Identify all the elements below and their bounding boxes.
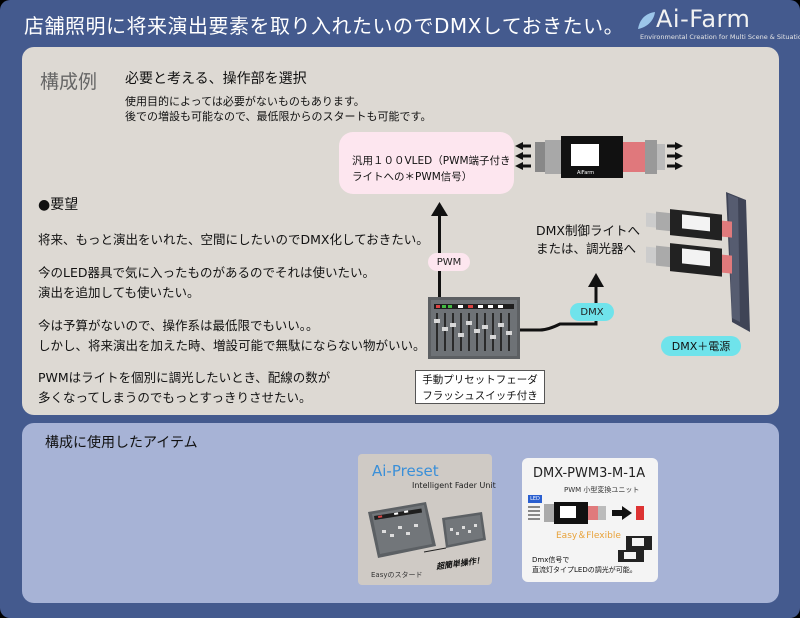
request-line: しかし、将来演出を加えた時、増設可能で無駄にならない物がいい。 xyxy=(38,338,426,353)
arrow-up-icon xyxy=(588,273,604,287)
ai-preset-easy-text: Easyのスタード xyxy=(371,571,423,579)
request-item: 今のLED器具で気に入ったものがあるのでそれは使いたい。 演出を追加しても使いた… xyxy=(38,263,375,303)
dmx-light-line: DMX制御ライトへ xyxy=(536,223,640,238)
ai-preset-subtitle: Intelligent Fader Unit xyxy=(412,481,496,490)
fader-unit-illustration xyxy=(428,297,520,359)
dmx-pwm-note: Dmx信号で 直流灯タイプLEDの調光が可能。 xyxy=(532,555,637,575)
request-line: 多くなってしまうのでもっとすっきりさせたい。 xyxy=(38,390,312,405)
request-line: PWMはライトを個別に調光したいとき、配線の数が xyxy=(38,370,331,385)
ai-preset-title: Ai-Preset xyxy=(372,462,439,480)
fader-caption-line: 手動プリセットフェーダ xyxy=(422,374,538,386)
led-tag: LED xyxy=(528,495,542,503)
pwm-label: PWM xyxy=(428,253,470,271)
dmx-pwm-note-line: 直流灯タイプLEDの調光が可能。 xyxy=(532,566,637,574)
dmx-light-text: DMX制御ライトへ または、調光器へ xyxy=(536,222,640,258)
dmx-pwm-title: DMX-PWM3-M-1A xyxy=(533,466,646,481)
pwm-led-box-text: 汎用１００VLED（PWM端子付き ライトへの＊PWM信号） xyxy=(352,153,511,185)
output-arrow-icon xyxy=(515,142,531,170)
request-item: 今は予算がないので、操作系は最低限でもいい。。 しかし、将来演出を加えた時、増設… xyxy=(38,316,426,356)
section-title-config: 構成例 xyxy=(40,71,98,93)
request-line: 今は予算がないので、操作系は最低限でもいい。。 xyxy=(38,318,319,333)
dmx-pwm-note-line: Dmx信号で xyxy=(532,556,570,564)
dmx-light-line: または、調光器へ xyxy=(536,241,637,256)
dmx-power-label: DMX＋電源 xyxy=(661,336,741,356)
arrow-left-icon xyxy=(622,506,632,520)
config-note-line: 使用目的によっては必要がないものもあります。 xyxy=(125,95,365,108)
dmx-pwm-illustration xyxy=(528,502,652,562)
config-heading: 必要と考える、操作部を選択 xyxy=(125,71,307,87)
dmx-pwm-subtitle: PWM 小型変換ユニット xyxy=(564,486,640,494)
ai-preset-illustration xyxy=(368,502,486,558)
dmx-pwm-easy-text: Easy＆Flexible xyxy=(556,531,621,541)
logo-text: Ai-Farm xyxy=(656,5,751,33)
request-item: 将来、もっと演出をいれた、空間にしたいのでDMX化しておきたい。 xyxy=(38,230,429,250)
config-example-panel xyxy=(22,47,779,415)
request-line: 将来、もっと演出をいれた、空間にしたいのでDMX化しておきたい。 xyxy=(38,232,429,247)
dmx-label: DMX xyxy=(570,303,614,321)
request-item: PWMはライトを個別に調光したいとき、配線の数が 多くなってしまうのでもっとすっ… xyxy=(38,368,330,408)
input-arrow-icon xyxy=(667,142,683,170)
device-module-label: AiFarm xyxy=(577,170,594,176)
requests-title: ●要望 xyxy=(38,197,79,213)
arrow-up-icon xyxy=(431,202,448,300)
pwm-box-line: ライトへの＊PWM信号） xyxy=(352,171,473,183)
pwm-box-line: 汎用１００VLED（PWM端子付き xyxy=(352,155,511,167)
fader-caption: 手動プリセットフェーダ フラッシュスイッチ付き xyxy=(415,370,545,404)
leaf-icon xyxy=(638,12,655,29)
pwm-converter-illustration: AiFarm xyxy=(515,136,683,178)
page-title: 店舗照明に将来演出要素を取り入れたいのでDMXしておきたい。 xyxy=(24,14,625,38)
logo-subtitle: Environmental Creation for Multi Scene &… xyxy=(640,33,800,41)
request-line: 演出を追加しても使いたい。 xyxy=(38,285,200,300)
ai-farm-logo: Ai-Farm Environmental Creation for Multi… xyxy=(630,5,800,45)
request-line: 今のLED器具で気に入ったものがあるのでそれは使いたい。 xyxy=(38,265,375,280)
items-title: 構成に使用したアイテム xyxy=(45,435,198,451)
fader-caption-line: フラッシュスイッチ付き xyxy=(422,390,538,402)
pwm-led-box xyxy=(339,132,514,194)
dmx-light-illustration xyxy=(646,192,750,332)
config-note-line: 後での増設も可能なので、最低限からのスタートも可能です。 xyxy=(125,110,432,123)
